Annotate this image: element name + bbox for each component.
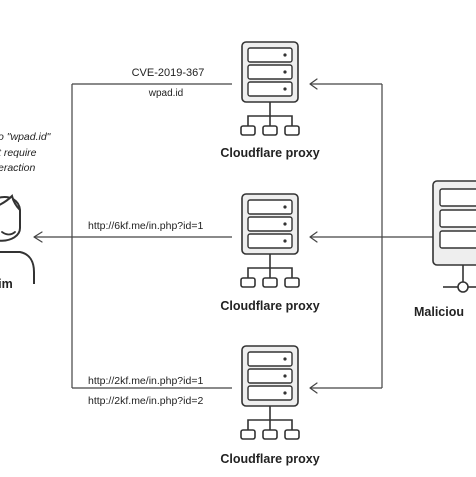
annotation-url-1: http://2kf.me/in.php?id=1 xyxy=(88,375,203,387)
middle-proxy: Cloudflare proxy http://6kf.me/in.php?id… xyxy=(88,193,320,313)
bottom-proxy: Cloudflare proxy http://2kf.me/in.php?id… xyxy=(88,345,320,466)
annotation-cve: CVE-2019-367 xyxy=(132,67,205,79)
server-icon xyxy=(241,41,299,103)
top-arrow xyxy=(309,78,318,90)
malicious-label: Maliciou xyxy=(414,305,464,319)
victim-arrow xyxy=(33,231,43,243)
server-icon xyxy=(432,180,476,293)
middle-arrow xyxy=(309,231,318,243)
network-icon xyxy=(240,405,300,440)
person-icon xyxy=(0,194,35,284)
malicious-server: Maliciou xyxy=(414,180,476,319)
victim-note-line-2: t require xyxy=(0,147,37,159)
annotation-domain: wpad.id xyxy=(148,88,183,99)
network-icon xyxy=(240,101,300,136)
victim: tim o "wpad.id" t require eraction xyxy=(0,131,52,291)
top-proxy: Cloudflare proxy CVE-2019-367 wpad.id xyxy=(132,41,320,160)
proxy-label: Cloudflare proxy xyxy=(220,299,319,313)
victim-label: tim xyxy=(0,277,13,291)
connection-lines xyxy=(33,78,436,394)
proxy-label: Cloudflare proxy xyxy=(220,452,319,466)
annotation-url-2: http://2kf.me/in.php?id=2 xyxy=(88,395,203,407)
bottom-arrow xyxy=(309,382,318,394)
network-icon xyxy=(240,253,300,288)
proxy-label: Cloudflare proxy xyxy=(220,146,319,160)
server-icon xyxy=(241,345,299,407)
victim-note-line-1: o "wpad.id" xyxy=(0,131,52,143)
server-icon xyxy=(241,193,299,255)
victim-note-line-3: eraction xyxy=(0,162,36,174)
annotation-url: http://6kf.me/in.php?id=1 xyxy=(88,220,203,232)
